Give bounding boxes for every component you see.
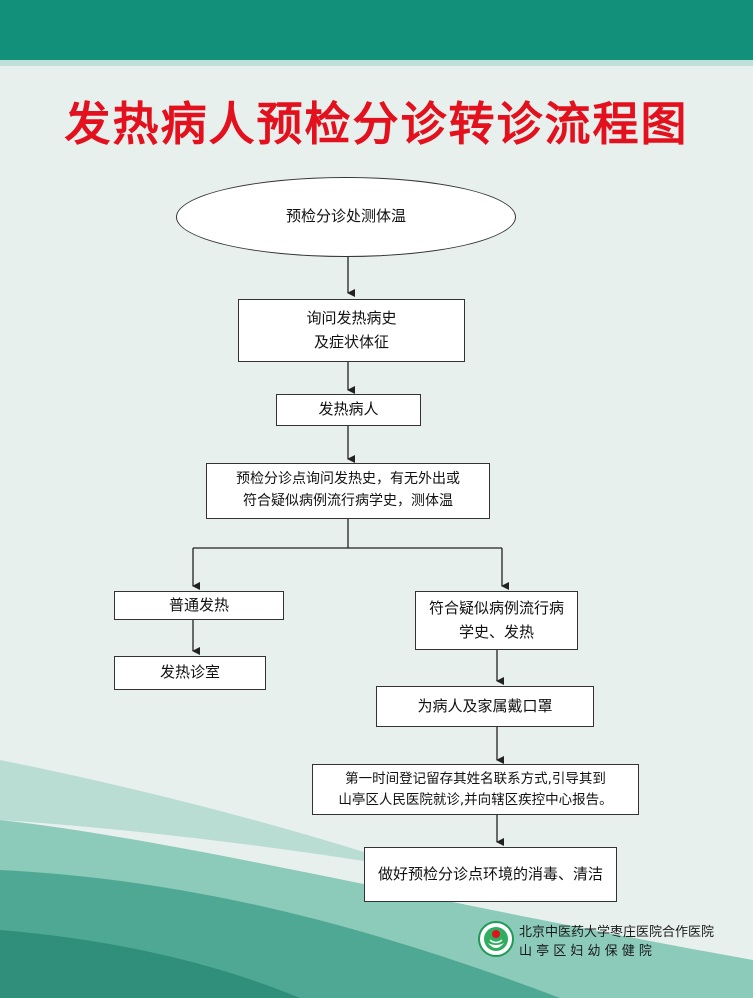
step-start: 预检分诊处测体温	[176, 177, 516, 257]
page-title: 发热病人预检分诊转诊流程图	[64, 97, 689, 151]
step-triage-inquiry-label: 预检分诊点询问发热史，有无外出或 符合疑似病例流行病学史，测体温	[236, 471, 460, 509]
step-suspected-label: 符合疑似病例流行病 学史、发热	[428, 599, 564, 641]
step-disinfect-label: 做好预检分诊点环境的消毒、清洁	[377, 864, 603, 883]
header-bar	[0, 0, 753, 60]
step-normal-fever-label: 普通发热	[168, 595, 229, 614]
header-stripe	[0, 60, 753, 66]
step-inquire-label: 询问发热病史 及症状体征	[306, 309, 397, 351]
step-register-label: 第一时间登记留存其姓名联系方式,引导其到 山亭区人民医院就诊,并向辖区疾控中心报…	[338, 771, 613, 808]
step-disinfect: 做好预检分诊点环境的消毒、清洁	[364, 847, 617, 902]
step-triage-inquiry: 预检分诊点询问发热史，有无外出或 符合疑似病例流行病学史，测体温	[206, 463, 490, 519]
step-fever-clinic-label: 发热诊室	[159, 663, 220, 682]
step-fever-patient: 发热病人	[276, 394, 421, 426]
hospital-emblem-icon	[478, 921, 514, 957]
step-register: 第一时间登记留存其姓名联系方式,引导其到 山亭区人民医院就诊,并向辖区疾控中心报…	[312, 764, 639, 815]
step-mask: 为病人及家属戴口罩	[376, 686, 594, 727]
step-suspected: 符合疑似病例流行病 学史、发热	[415, 591, 578, 650]
step-normal-fever: 普通发热	[114, 591, 284, 620]
logo-line-2: 山 亭 区 妇 幼 保 健 院	[519, 944, 652, 959]
step-fever-clinic: 发热诊室	[114, 656, 266, 690]
logo-line-1: 北京中医药大学枣庄医院合作医院	[519, 925, 715, 940]
step-inquire: 询问发热病史 及症状体征	[238, 299, 465, 362]
step-start-label: 预检分诊处测体温	[285, 207, 406, 226]
step-fever-patient-label: 发热病人	[318, 400, 379, 419]
step-mask-label: 为病人及家属戴口罩	[417, 696, 553, 715]
